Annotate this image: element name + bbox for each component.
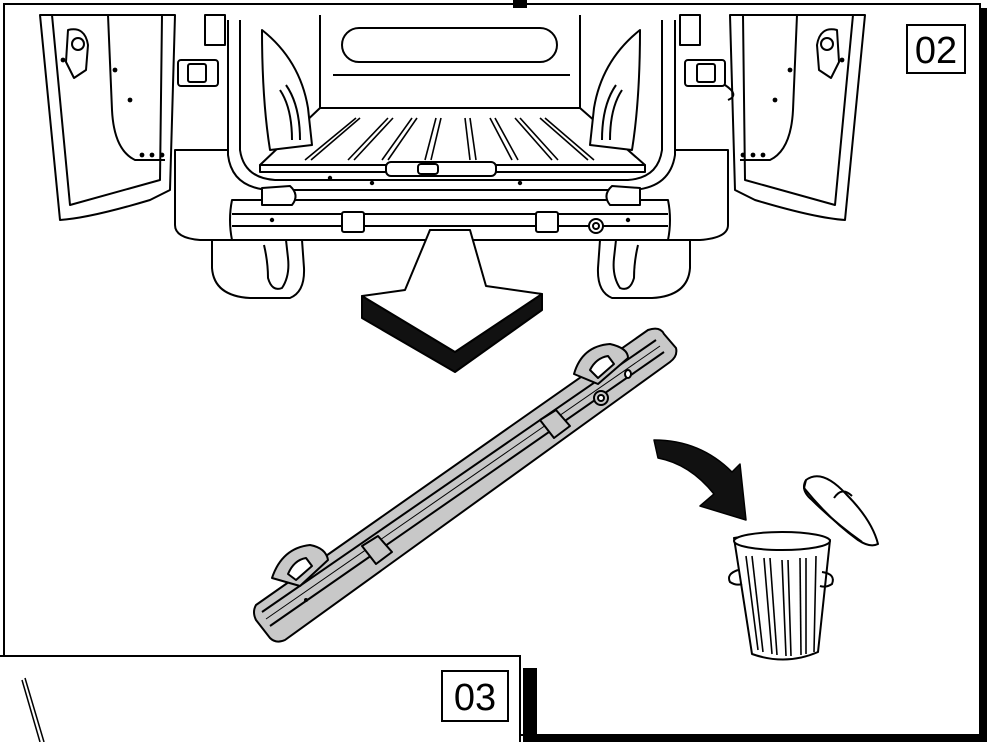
left-rear-door: [39, 14, 176, 221]
right-door-lock: [816, 28, 840, 79]
van-rear-view: [39, 14, 866, 299]
floor-ribs: [304, 117, 595, 161]
panel-03-frame: [0, 655, 521, 742]
curved-arrow-icon: [653, 439, 747, 521]
panel-03-shadow: [523, 668, 537, 742]
back-wall-window: [341, 27, 558, 63]
panel-step-03: 03: [0, 655, 537, 742]
right-door-bolts: [740, 57, 845, 158]
trash-bin-icon: [728, 475, 879, 661]
panel-step-02: 02: [3, 0, 987, 742]
down-arrow-icon: [361, 229, 543, 373]
step-number-03: 03: [454, 677, 496, 719]
right-rear-door: [729, 14, 866, 221]
panel-03-partial-drawing: [21, 677, 45, 742]
cargo-floor: [259, 107, 646, 166]
floor-latch: [385, 161, 497, 177]
trash-bin-lid: [803, 475, 879, 547]
removed-crossmember: [253, 327, 678, 643]
step-number-box-03: 03: [441, 670, 509, 722]
left-door-lock: [65, 28, 89, 79]
left-door-bolts: [60, 57, 165, 158]
right-tyre: [596, 238, 691, 299]
step-number-02: 02: [915, 30, 957, 72]
rear-step-bumper: [229, 199, 671, 241]
left-tyre: [211, 238, 306, 299]
step-number-box-02: 02: [906, 24, 966, 74]
